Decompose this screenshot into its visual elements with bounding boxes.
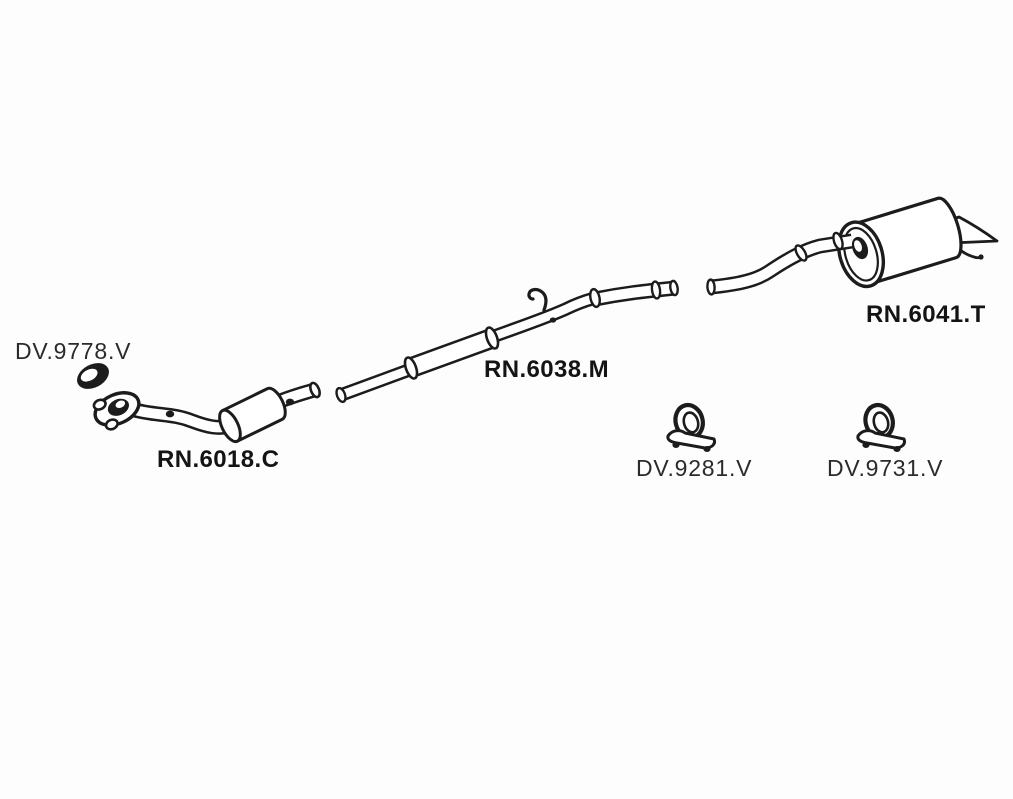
part-label-hanger-1: DV.9281.V — [636, 455, 753, 481]
rear-silencer-icon — [706, 196, 999, 296]
centre-exhaust-pipe-icon — [335, 279, 679, 404]
part-label-front-pipe: RN.6018.C — [157, 446, 280, 473]
part-label-centre-pipe: RN.6038.M — [484, 356, 609, 383]
gasket-ring-icon — [77, 363, 109, 389]
part-label-hanger-2: DV.9731.V — [827, 455, 944, 481]
part-label-rear-silencer: RN.6041.T — [866, 301, 986, 328]
rubber-hanger-icon — [668, 402, 715, 452]
rubber-hanger-icon — [858, 402, 905, 452]
part-label-gasket: DV.9778.V — [15, 338, 132, 364]
front-pipe-catalytic-converter-icon — [92, 381, 321, 444]
